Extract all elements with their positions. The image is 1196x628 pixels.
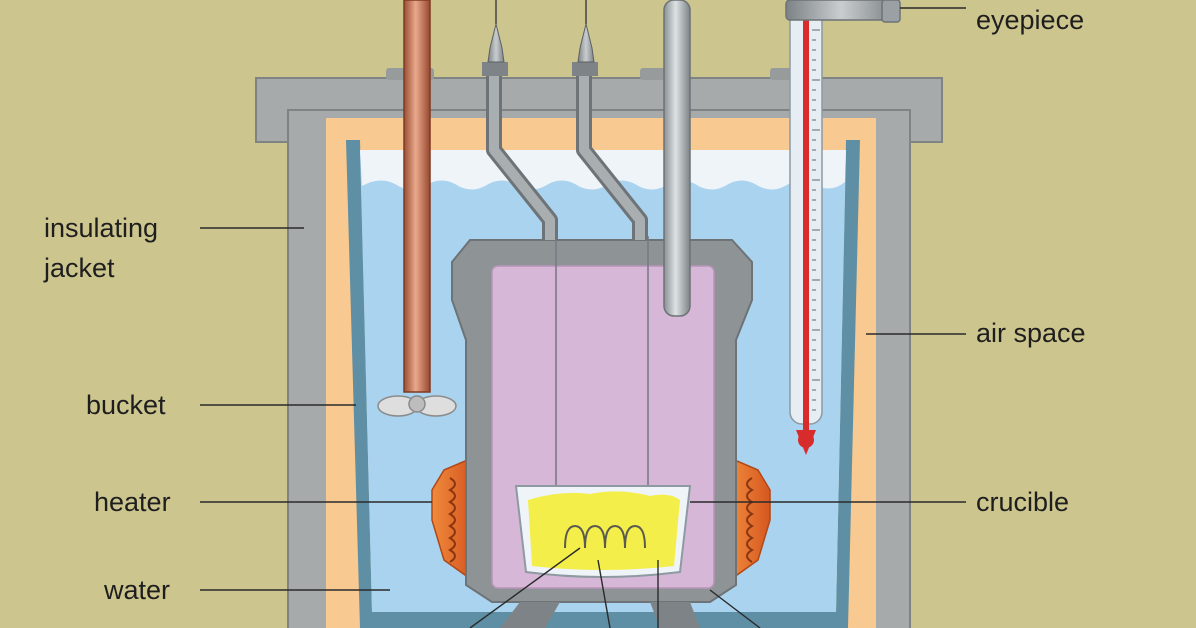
label-bucket: bucket [86,390,166,420]
oxygen-inlet-rod [663,0,691,317]
bomb-feet [500,602,700,628]
heater [431,456,771,582]
eyepiece [785,0,901,23]
leader-lines [200,7,966,628]
label-crucible: crucible [976,487,1070,517]
crucible [514,485,692,578]
thermometer [789,9,823,455]
label-air-space: air space [976,318,1086,348]
stirrer [377,0,457,417]
label-eyepiece: eyepiece [976,5,1085,35]
label-water: water [104,575,171,605]
terminal-posts [482,0,598,76]
label-insulating: insulating [44,213,159,243]
label-jacket: jacket [44,253,115,283]
label-heater: heater [94,487,171,517]
electrode-tubes [486,66,648,240]
